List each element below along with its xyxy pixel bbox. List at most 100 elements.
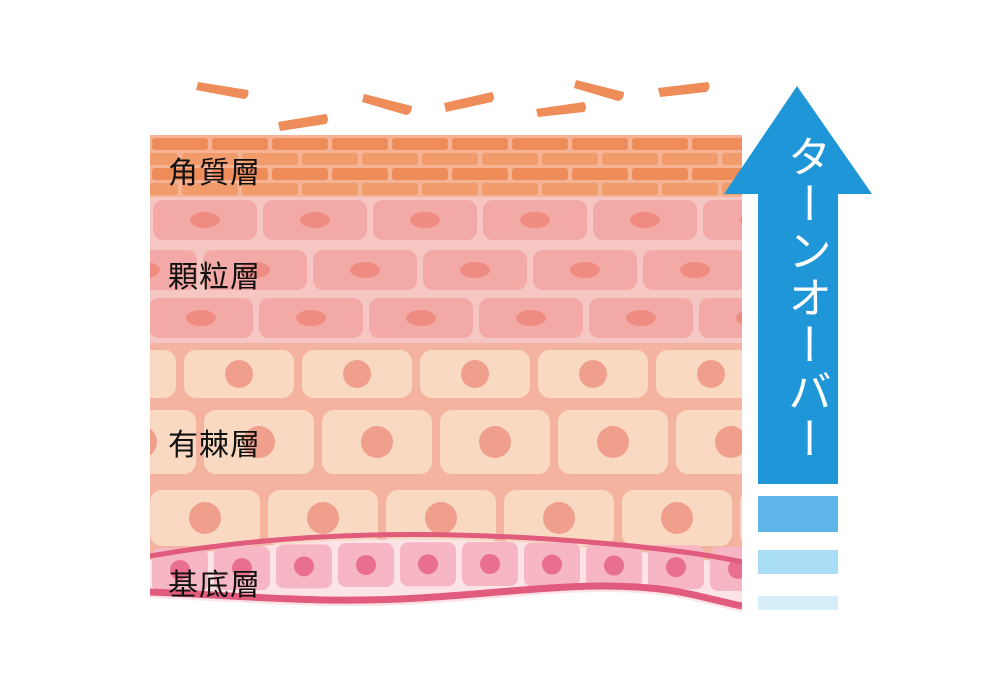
spinous-cell	[740, 495, 742, 541]
spinous-nucleus	[661, 502, 693, 534]
basal-layer-label: 基底層	[168, 568, 261, 603]
stratum-corneum-label: 角質層	[168, 156, 261, 191]
granular-nucleus	[76, 310, 106, 326]
corneum-brick	[452, 168, 508, 180]
corneum-brick	[152, 138, 208, 150]
granular-nucleus	[350, 262, 380, 278]
corneum-brick	[302, 153, 358, 165]
corneum-brick	[482, 183, 538, 195]
spinous-nucleus	[71, 502, 103, 534]
corneum-brick	[212, 168, 268, 180]
spinous-nucleus	[425, 502, 457, 534]
granular-layer-label: 顆粒層	[168, 260, 261, 295]
spinous-nucleus	[225, 360, 253, 388]
granular-cell	[150, 250, 197, 290]
flake	[278, 114, 328, 131]
basal-nucleus	[294, 556, 314, 577]
corneum-brick	[602, 153, 658, 165]
corneum-brick	[692, 168, 742, 180]
flake	[536, 102, 586, 117]
granular-nucleus	[186, 310, 216, 326]
granular-nucleus	[406, 310, 436, 326]
corneum-brick	[572, 168, 628, 180]
granular-nucleus	[520, 212, 550, 228]
granular-nucleus	[150, 262, 160, 278]
corneum-brick	[242, 153, 298, 165]
corneum-brick	[152, 168, 208, 180]
corneum-brick	[602, 183, 658, 195]
flake	[574, 80, 624, 101]
spinous-nucleus	[543, 502, 575, 534]
granular-nucleus	[626, 310, 656, 326]
turnover-arrow-shape	[724, 86, 872, 484]
corneum-brick	[272, 168, 328, 180]
granular-nucleus	[680, 262, 710, 278]
flake	[658, 82, 710, 97]
corneum-brick	[332, 168, 388, 180]
spinous-nucleus	[361, 426, 393, 458]
granular-cells	[39, 200, 742, 338]
corneum-brick	[452, 138, 508, 150]
granular-nucleus	[516, 310, 546, 326]
corneum-bricks	[150, 138, 742, 195]
corneum-brick	[422, 153, 478, 165]
flake	[362, 94, 412, 115]
corneum-brick	[362, 183, 418, 195]
granular-nucleus	[410, 212, 440, 228]
corneum-brick	[182, 153, 238, 165]
spinous-cell	[150, 350, 176, 398]
granular-nucleus	[190, 212, 220, 228]
spinous-cell	[676, 410, 742, 474]
corneum-brick	[150, 153, 178, 165]
corneum-brick	[512, 168, 568, 180]
corneum-brick	[150, 183, 178, 195]
granular-cell	[39, 298, 143, 338]
basal-nucleus	[728, 558, 742, 579]
arrow-tail-block-2	[758, 550, 838, 574]
spinous-nucleus	[343, 360, 371, 388]
granular-cell	[699, 298, 742, 338]
flake	[444, 92, 494, 112]
granular-nucleus	[80, 212, 110, 228]
shedding-flakes	[196, 80, 710, 131]
basal-nucleus	[542, 554, 562, 575]
granular-nucleus	[740, 216, 742, 224]
corneum-brick	[422, 183, 478, 195]
granular-nucleus	[240, 262, 270, 278]
spinous-cells	[32, 350, 742, 546]
granular-nucleus	[300, 212, 330, 228]
corneum-brick	[272, 138, 328, 150]
spinous-nucleus	[107, 360, 135, 388]
spinous-nucleus	[597, 426, 629, 458]
dermis-edge	[150, 591, 742, 615]
basal-nucleus	[666, 557, 686, 578]
granular-nucleus	[570, 262, 600, 278]
granular-nucleus	[736, 311, 742, 325]
corneum-brick	[182, 183, 238, 195]
corneum-brick	[572, 138, 628, 150]
corneum-brick	[632, 168, 688, 180]
granular-nucleus	[460, 262, 490, 278]
arrow-tail-block-3	[758, 596, 838, 610]
basal-membrane	[150, 582, 742, 610]
corneum-brick	[302, 183, 358, 195]
basal-nucleus	[604, 555, 624, 576]
spinous-nucleus	[461, 360, 489, 388]
granular-cell	[43, 200, 147, 240]
corneum-brick	[482, 153, 538, 165]
spinous-nucleus	[150, 428, 157, 456]
spinous-nucleus	[715, 426, 742, 458]
granular-nucleus	[296, 310, 326, 326]
corneum-brick	[662, 153, 718, 165]
spinous-nucleus	[189, 502, 221, 534]
turnover-label: ターンオーバー	[780, 134, 831, 463]
arrow-tail-block-1	[758, 496, 838, 532]
spinous-cell	[150, 410, 196, 474]
turnover-arrow	[724, 86, 872, 610]
corneum-brick	[692, 138, 742, 150]
spinous-nucleus	[307, 502, 339, 534]
spinous-cell	[32, 490, 142, 546]
corneum-brick	[242, 183, 298, 195]
basal-nucleus	[170, 560, 190, 580]
